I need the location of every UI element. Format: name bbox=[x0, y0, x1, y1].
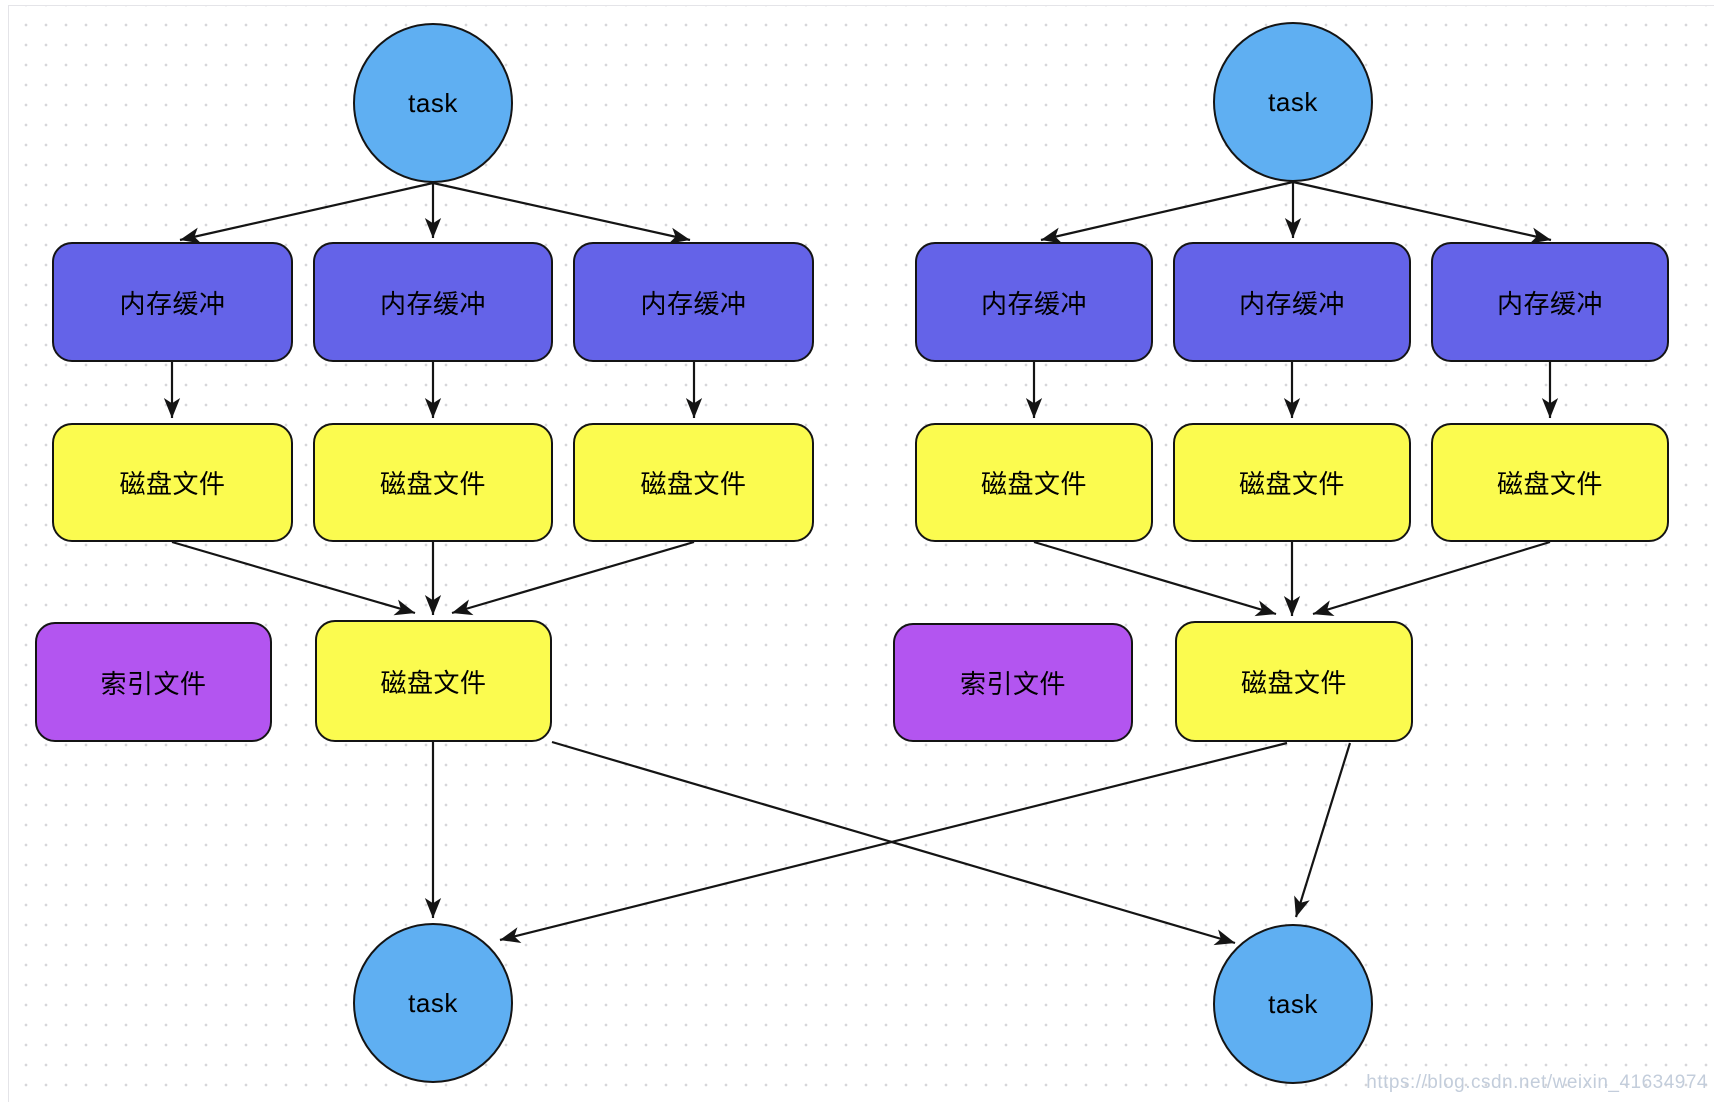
node-r-buffer-3: 内存缓冲 bbox=[1431, 242, 1669, 362]
node-label: 磁盘文件 bbox=[980, 469, 1087, 499]
node-label: 磁盘文件 bbox=[380, 667, 487, 698]
node-l-disk-2: 磁盘文件 bbox=[313, 423, 553, 542]
node-r-buffer-1: 内存缓冲 bbox=[915, 242, 1153, 362]
node-label: 索引文件 bbox=[100, 668, 207, 699]
node-label: 索引文件 bbox=[959, 669, 1066, 699]
node-r-buffer-2: 内存缓冲 bbox=[1173, 242, 1411, 362]
node-label: 磁盘文件 bbox=[1240, 668, 1347, 698]
node-l-task-top: task bbox=[353, 23, 513, 183]
node-label: 磁盘文件 bbox=[1238, 469, 1345, 499]
node-r-disk-3: 磁盘文件 bbox=[1431, 423, 1669, 542]
node-l-buffer-3: 内存缓冲 bbox=[573, 242, 814, 362]
watermark: https://blog.csdn.net/weixin_41634974 bbox=[1366, 1072, 1708, 1093]
node-label: 内存缓冲 bbox=[119, 288, 226, 319]
node-label: 磁盘文件 bbox=[1496, 469, 1603, 499]
node-r-disk-1: 磁盘文件 bbox=[915, 423, 1153, 542]
node-label: 内存缓冲 bbox=[1238, 288, 1345, 319]
node-l-index-file: 索引文件 bbox=[35, 622, 272, 742]
node-label: task bbox=[408, 87, 458, 118]
node-label: 磁盘文件 bbox=[119, 469, 226, 499]
node-l-task-bottom: task bbox=[353, 923, 513, 1083]
node-r-index-file: 索引文件 bbox=[893, 623, 1133, 742]
node-label: 内存缓冲 bbox=[1496, 288, 1603, 319]
node-label: task bbox=[1268, 988, 1318, 1019]
node-l-disk-3: 磁盘文件 bbox=[573, 423, 814, 542]
node-r-task-top: task bbox=[1213, 22, 1373, 182]
node-l-merge-disk: 磁盘文件 bbox=[315, 620, 552, 742]
node-label: 内存缓冲 bbox=[640, 288, 747, 319]
node-l-disk-1: 磁盘文件 bbox=[52, 423, 293, 542]
node-label: 内存缓冲 bbox=[379, 288, 486, 319]
node-label: task bbox=[1268, 86, 1318, 117]
node-r-disk-2: 磁盘文件 bbox=[1173, 423, 1411, 542]
node-r-task-bottom: task bbox=[1213, 924, 1373, 1084]
node-label: task bbox=[408, 987, 458, 1018]
node-label: 磁盘文件 bbox=[640, 469, 747, 499]
node-l-buffer-1: 内存缓冲 bbox=[52, 242, 293, 362]
node-l-buffer-2: 内存缓冲 bbox=[313, 242, 553, 362]
node-label: 磁盘文件 bbox=[379, 469, 486, 499]
node-r-merge-disk: 磁盘文件 bbox=[1175, 621, 1413, 742]
node-label: 内存缓冲 bbox=[980, 288, 1087, 319]
